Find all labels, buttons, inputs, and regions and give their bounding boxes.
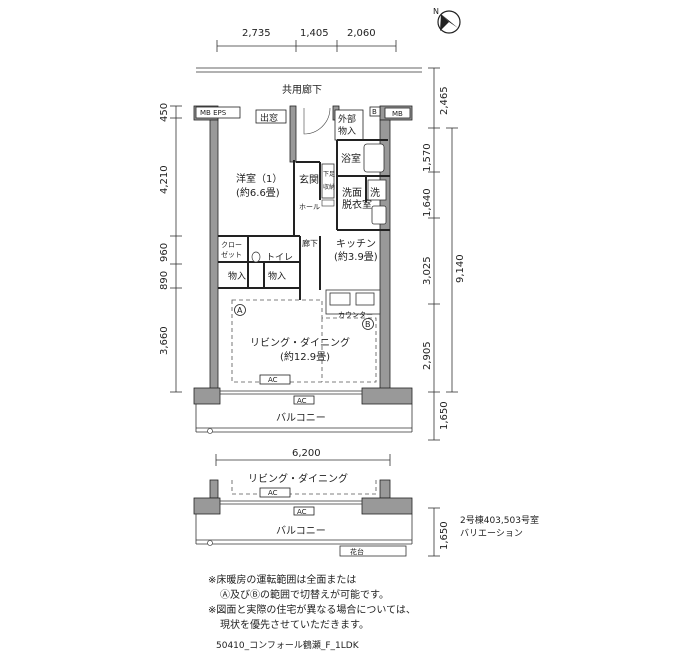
note-line-1: ※床暖房の運転範囲は全面または bbox=[208, 575, 357, 586]
common-corridor bbox=[196, 67, 422, 73]
note-line-2: Ⓐ及びⒷの範囲で切替えが可能です。 bbox=[220, 590, 389, 601]
toilet-label: トイレ bbox=[266, 253, 293, 263]
top-dimensions bbox=[216, 40, 397, 52]
dim-top-3: 2,060 bbox=[347, 28, 376, 39]
variation-caption-line-2: バリエーション bbox=[460, 529, 523, 539]
ac-outdoor-label: AC bbox=[297, 397, 307, 405]
washer-box bbox=[367, 179, 387, 201]
variation-ac-outdoor bbox=[293, 506, 315, 516]
dim-left-4210: 4,210 bbox=[159, 165, 170, 194]
note-line-4: 現状を優先させていただきます。 bbox=[220, 620, 369, 631]
right-dimensions bbox=[428, 67, 458, 441]
balcony-outline bbox=[195, 404, 413, 433]
variation-dimension bbox=[428, 507, 440, 557]
shoe-closet-label-2: 収納 bbox=[323, 183, 335, 191]
dim-bottom-width: 6,200 bbox=[292, 448, 321, 459]
note-line-3: ※図面と実際の住宅が異なる場合については、 bbox=[208, 605, 416, 616]
western-room-label: 洋室（1） bbox=[236, 172, 282, 185]
bottom-dimension bbox=[215, 454, 391, 466]
variation-walls bbox=[193, 479, 413, 515]
marker-b-label: B bbox=[365, 320, 371, 329]
bathtub bbox=[363, 143, 385, 173]
kitchen-size: (約3.9畳) bbox=[334, 250, 378, 263]
hall-label: ホール bbox=[299, 203, 320, 211]
kitchen-counter bbox=[325, 289, 381, 315]
living-label: リビング・ダイニング bbox=[250, 336, 350, 349]
dim-right-2905: 2,905 bbox=[422, 341, 433, 370]
external-storage-label-2: 物入 bbox=[338, 125, 356, 137]
north-arrow-icon bbox=[437, 10, 461, 34]
mb-eps-label: MB EPS bbox=[200, 109, 227, 117]
entrance-door-swing bbox=[303, 107, 331, 135]
floor-heating-range bbox=[231, 299, 377, 383]
variation-caption: 2号棟403,503号室 バリエーション bbox=[460, 515, 539, 541]
external-storage-label-1: 外部 bbox=[338, 113, 356, 125]
variation-balcony-outline bbox=[195, 514, 413, 557]
variation-caption-line-1: 2号棟403,503号室 bbox=[460, 516, 539, 526]
washing-label: 洗 bbox=[370, 187, 380, 199]
mb-right-label: MB bbox=[392, 110, 403, 118]
shoe-closet bbox=[321, 163, 335, 199]
living-window bbox=[220, 390, 362, 395]
closet-label-2: ゼット bbox=[221, 250, 242, 259]
washroom-label-2: 脱衣室 bbox=[342, 198, 372, 211]
entrance-label: 玄関 bbox=[299, 173, 319, 186]
b-mark-top: B bbox=[372, 108, 377, 116]
hallway-label: 廊下 bbox=[302, 238, 318, 248]
variation-window bbox=[220, 500, 362, 505]
shoe-closet-label-1: 下足 bbox=[323, 171, 335, 178]
interior-walls bbox=[218, 139, 390, 300]
dim-left-3660: 3,660 bbox=[159, 326, 170, 355]
variation-drain-icon bbox=[207, 540, 213, 546]
toilet-fixture bbox=[251, 251, 261, 263]
plan-code: 50410_コンフォール鶴瀬_F_1LDK bbox=[216, 641, 359, 651]
dim-right-3025: 3,025 bbox=[422, 256, 433, 285]
western-room-size: (約6.6畳) bbox=[236, 186, 280, 199]
ac-unit-outdoor bbox=[293, 395, 315, 405]
dim-top-1: 2,735 bbox=[242, 28, 271, 39]
dim-variation: 1,650 bbox=[439, 521, 450, 550]
variation-heating-range bbox=[231, 480, 377, 495]
balcony-drain-icon bbox=[207, 428, 213, 434]
left-dimensions bbox=[170, 105, 182, 393]
dim-right-1570: 1,570 bbox=[422, 143, 433, 172]
dim-left-890: 890 bbox=[159, 271, 170, 290]
washbasin bbox=[371, 205, 387, 225]
washroom-label-1: 洗面 bbox=[342, 187, 362, 199]
entrance-step bbox=[321, 199, 335, 207]
closet-label-1: クロー bbox=[221, 241, 242, 249]
dim-right-2465: 2,465 bbox=[439, 86, 450, 115]
top-utility-boxes bbox=[195, 106, 411, 124]
storage-1-label: 物入 bbox=[228, 270, 246, 282]
counter-label: カウンター bbox=[338, 310, 373, 319]
notes: ※床暖房の運転範囲は全面または Ⓐ及びⒷの範囲で切替えが可能です。 ※図面と実際… bbox=[208, 573, 416, 633]
north-label: N bbox=[433, 7, 439, 16]
variation-ac-indoor bbox=[259, 487, 291, 498]
variation-living-label: リビング・ダイニング bbox=[248, 472, 348, 485]
ac-unit-indoor bbox=[259, 374, 291, 385]
dim-top-2: 1,405 bbox=[300, 28, 329, 39]
variation-ac-outdoor-label: AC bbox=[297, 508, 307, 516]
marker-a-label: A bbox=[237, 306, 243, 315]
dim-right-1650: 1,650 bbox=[439, 401, 450, 430]
balcony-label: バルコニー bbox=[276, 412, 326, 424]
storage-2-label: 物入 bbox=[268, 270, 286, 282]
flower-bed-label: 花台 bbox=[350, 547, 364, 556]
living-size: (約12.9畳) bbox=[280, 350, 330, 363]
kitchen-label: キッチン bbox=[336, 238, 376, 250]
external-storage bbox=[334, 109, 364, 141]
variation-balcony-label: バルコニー bbox=[276, 525, 326, 537]
marker-a bbox=[234, 304, 246, 316]
dim-right-total: 9,140 bbox=[455, 254, 466, 283]
variation-ac-indoor-label: AC bbox=[268, 489, 278, 497]
dim-left-450: 450 bbox=[159, 103, 170, 122]
window-label: 出窓 bbox=[260, 112, 278, 124]
bathroom-label: 浴室 bbox=[341, 152, 361, 165]
marker-b bbox=[362, 318, 374, 330]
dim-right-1640: 1,640 bbox=[422, 188, 433, 217]
corridor-label: 共用廊下 bbox=[282, 83, 322, 96]
ac-indoor-label: AC bbox=[268, 376, 278, 384]
dim-left-960: 960 bbox=[159, 243, 170, 262]
